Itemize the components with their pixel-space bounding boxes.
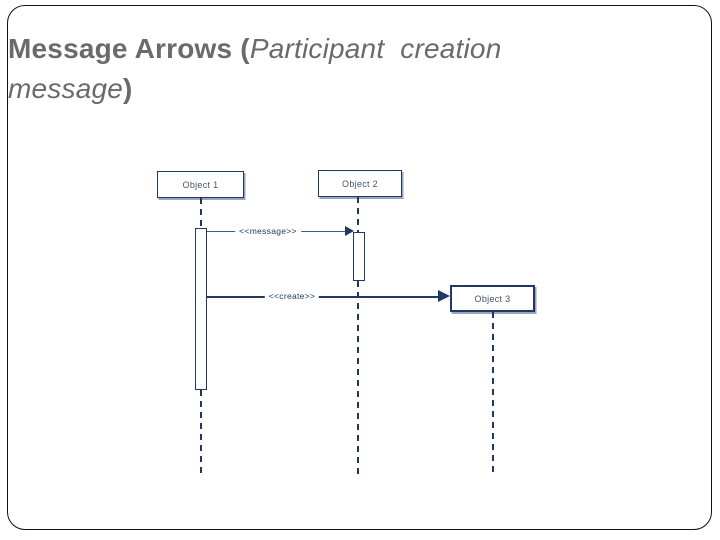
- title-suffix: ): [123, 73, 133, 104]
- create-arrow-label: <<create>>: [264, 291, 320, 302]
- participant-box-object1: Object 1: [157, 171, 244, 198]
- lifeline-object2-lower: [357, 281, 359, 477]
- slide-title: Message Arrows (Participant creation mes…: [8, 29, 588, 109]
- create-arrowhead-icon: [438, 290, 450, 302]
- title-italic-part: Participant creation message: [8, 33, 510, 104]
- participant-label: Object 1: [182, 179, 219, 190]
- lifeline-object2-upper: [357, 197, 359, 232]
- message-arrowhead-icon: [345, 226, 354, 236]
- activation-bar-object2: [353, 232, 365, 281]
- lifeline-object1-lower: [200, 390, 202, 477]
- participant-box-object3: Object 3: [450, 285, 535, 312]
- lifeline-object1-upper: [200, 198, 202, 228]
- participant-box-object2: Object 2: [318, 170, 402, 197]
- message-arrow-label: <<message>>: [235, 226, 301, 237]
- title-prefix: Message Arrows (: [8, 33, 250, 64]
- participant-label: Object 2: [342, 178, 378, 189]
- lifeline-object3: [492, 312, 494, 475]
- activation-bar-object1: [195, 228, 207, 390]
- participant-label: Object 3: [474, 293, 511, 304]
- create-arrow-line: [207, 296, 440, 298]
- slide-border: [7, 5, 712, 530]
